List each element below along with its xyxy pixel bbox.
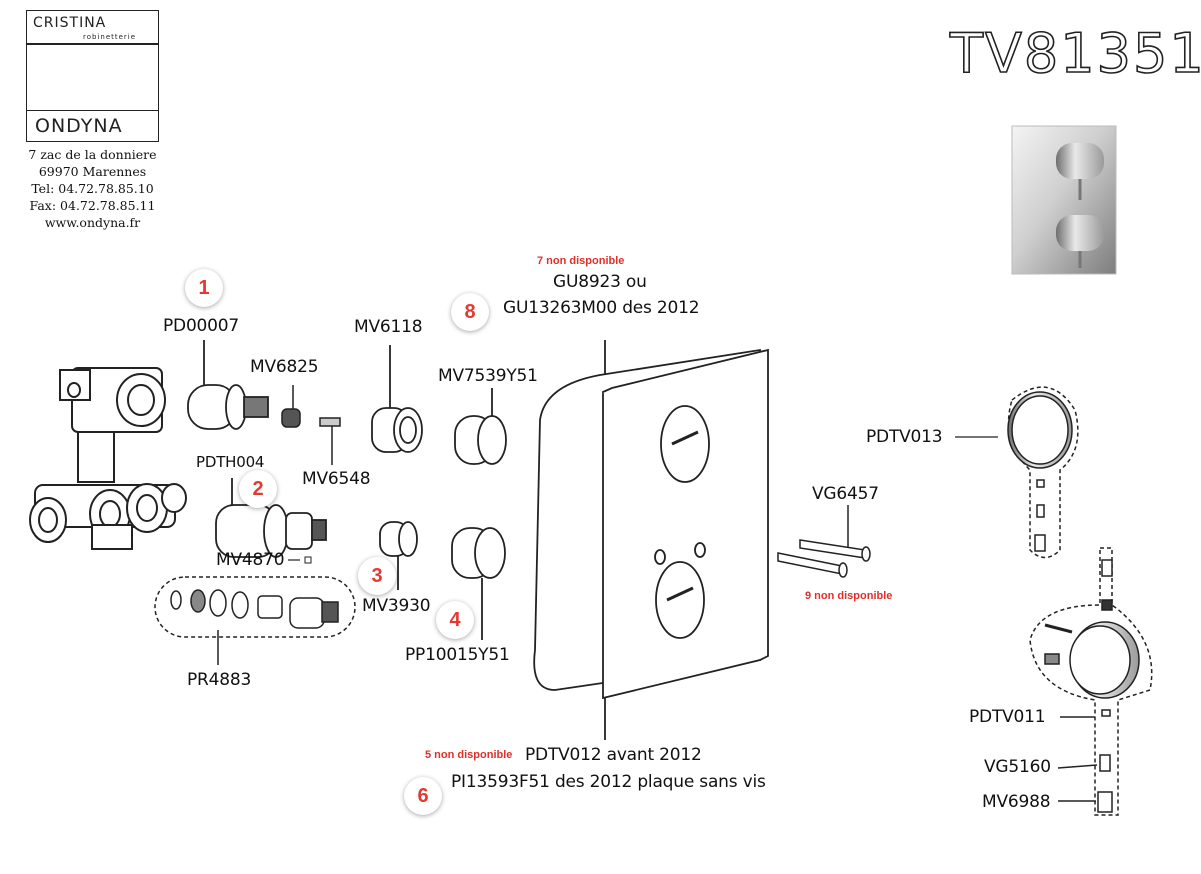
screw-mv6548	[319, 417, 341, 465]
screws-vg6457	[777, 505, 871, 578]
badge-6: 6	[404, 777, 442, 815]
label-pi13593: PI13593F51 des 2012 plaque sans vis	[451, 772, 766, 792]
valve-body	[29, 367, 187, 550]
label-pr4883: PR4883	[187, 670, 252, 690]
badge-8: 8	[451, 293, 489, 331]
phone-line: Tel: 04.72.78.85.10	[31, 181, 154, 196]
address-line: 7 zac de la donniere	[28, 147, 157, 162]
label-gu13263: GU13263M00 des 2012	[503, 298, 700, 318]
badge-3: 3	[358, 557, 396, 595]
label-mv7539y51: MV7539Y51	[438, 366, 538, 386]
fax-line: Fax: 04.72.78.85.11	[29, 198, 156, 213]
brand-sub-text: robinetterie	[83, 33, 137, 41]
label-mv6825: MV6825	[250, 357, 319, 377]
label-mv6548: MV6548	[302, 469, 371, 489]
label-pd00007: PD00007	[163, 316, 240, 336]
note-7-unavailable: 7 non disponible	[537, 255, 625, 267]
note-5-unavailable: 5 non disponible	[425, 749, 513, 761]
logo-divider	[27, 109, 158, 111]
address-line: 69970 Marennes	[38, 164, 147, 179]
label-mv3930: MV3930	[362, 596, 431, 616]
product-photo	[1011, 125, 1117, 275]
cartridge-pdth004	[215, 478, 327, 558]
label-pdth004: PDTH004	[196, 453, 265, 471]
label-vg6457: VG6457	[812, 484, 879, 504]
brand-logo: CRISTINA robinetterie ONDYNA	[26, 10, 159, 142]
website-line: www.ondyna.fr	[44, 215, 141, 230]
label-pdtv013: PDTV013	[866, 427, 943, 447]
label-vg5160: VG5160	[984, 757, 1051, 777]
label-mv4870: MV4870	[216, 550, 285, 570]
kit-pr4883	[154, 576, 356, 665]
badge-2: 2	[239, 470, 277, 508]
logo-divider	[27, 43, 158, 45]
brand-address: 7 zac de la donniere 69970 Marennes Tel:…	[0, 146, 185, 231]
sleeve-mv7539y51	[454, 388, 507, 465]
clip-mv3930	[379, 521, 418, 590]
handle-kit-pdtv011	[1029, 547, 1153, 816]
label-pp10015y51: PP10015Y51	[405, 645, 510, 665]
badge-1: 1	[185, 269, 223, 307]
part-mv4870	[304, 556, 312, 564]
brand-bottom-text: ONDYNA	[35, 115, 123, 137]
sleeve-pp10015y51	[451, 527, 506, 640]
brand-top-text: CRISTINA	[33, 15, 107, 31]
product-code-title: TV81351	[949, 21, 1201, 86]
ring-mv6118	[371, 345, 423, 453]
cartridge-pd00007	[187, 340, 269, 430]
handle-kit-pdtv013	[1007, 386, 1079, 559]
badge-4: 4	[436, 601, 474, 639]
cover-plate-front	[602, 340, 769, 740]
label-mv6988: MV6988	[982, 792, 1051, 812]
note-9-unavailable: 9 non disponible	[805, 590, 893, 602]
label-mv6118: MV6118	[354, 317, 423, 337]
nut-mv6825	[281, 385, 301, 428]
label-gu8923: GU8923 ou	[553, 272, 647, 292]
label-pdtv011: PDTV011	[969, 707, 1046, 727]
label-pdtv012: PDTV012 avant 2012	[525, 745, 702, 765]
